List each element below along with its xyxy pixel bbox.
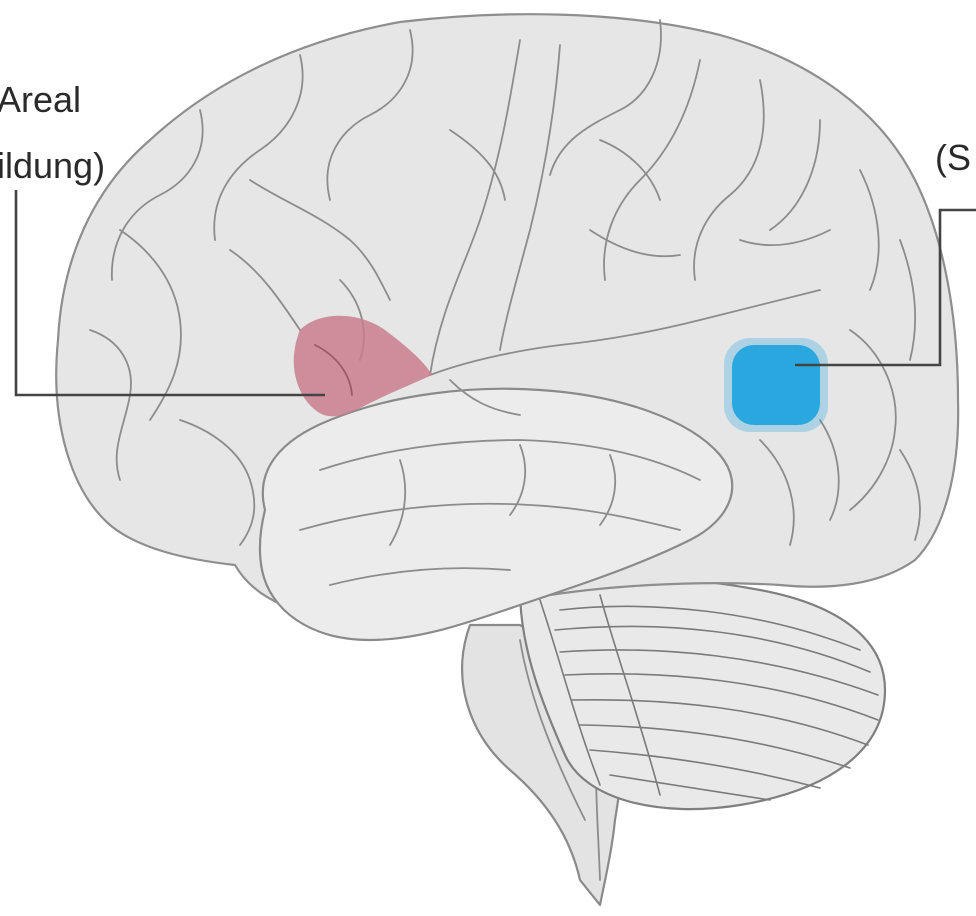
label-left-line1: Areal <box>0 79 81 120</box>
label-right-line1: (S <box>935 137 971 178</box>
label-left-line2: ildung) <box>0 145 105 186</box>
wernicke-area <box>732 345 820 425</box>
